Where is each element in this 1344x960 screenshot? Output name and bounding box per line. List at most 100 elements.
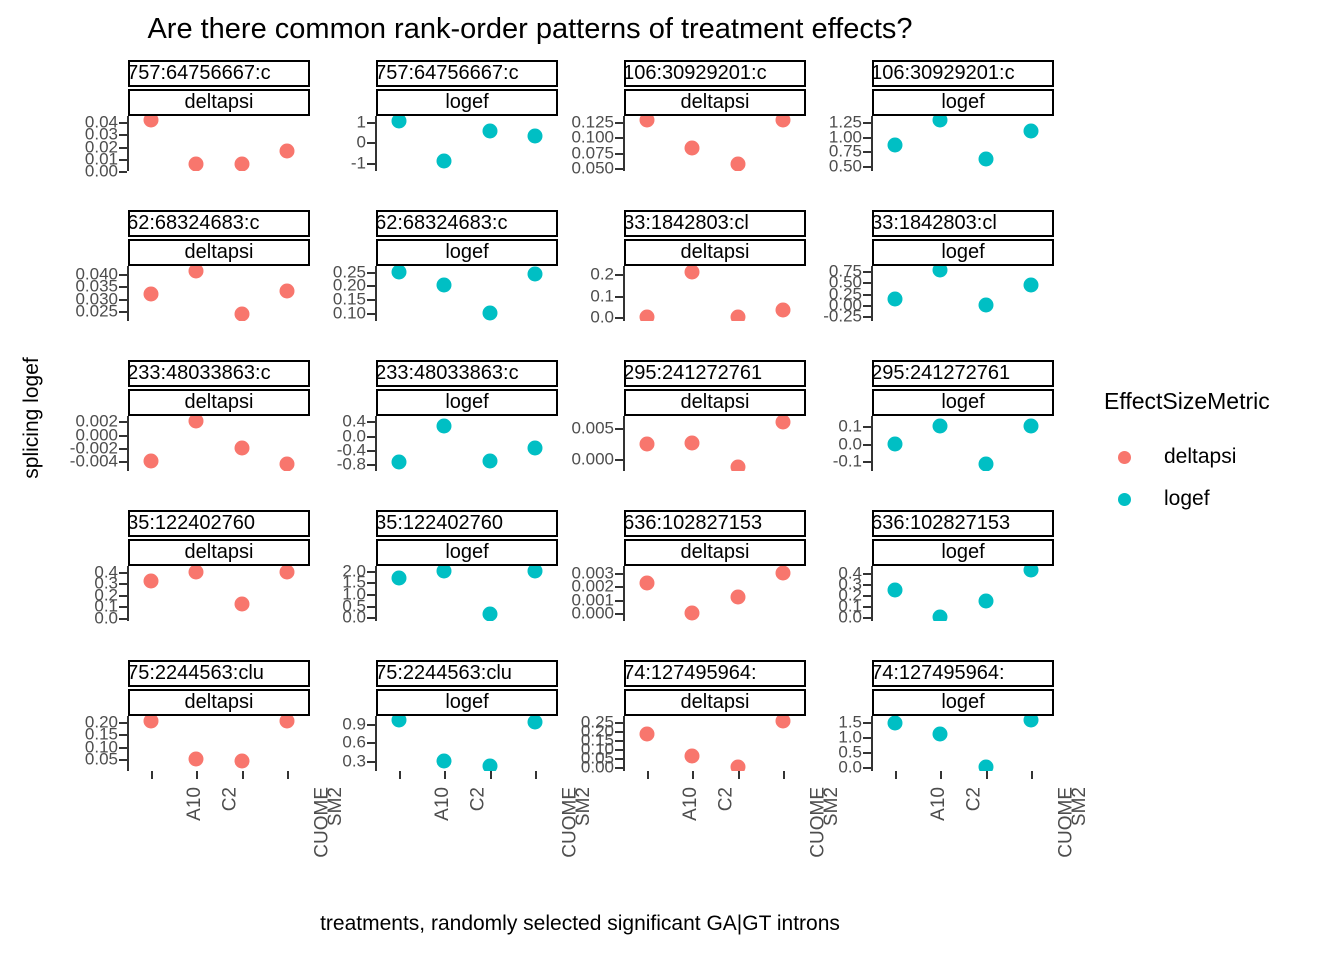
data-point[interactable] xyxy=(279,716,295,729)
data-point[interactable] xyxy=(188,751,204,767)
x-tick-label: C2 xyxy=(715,787,737,812)
data-point[interactable] xyxy=(775,716,791,729)
data-point[interactable] xyxy=(527,266,543,282)
data-point[interactable] xyxy=(684,435,700,451)
data-point[interactable] xyxy=(234,156,250,171)
data-point[interactable] xyxy=(143,116,159,128)
data-point[interactable] xyxy=(684,605,700,621)
data-point[interactable] xyxy=(978,759,994,771)
y-axis-line xyxy=(375,566,377,621)
data-point[interactable] xyxy=(978,297,994,313)
data-point[interactable] xyxy=(639,575,655,591)
data-point[interactable] xyxy=(730,759,746,771)
data-point[interactable] xyxy=(1023,566,1039,578)
data-point[interactable] xyxy=(188,156,204,171)
data-point[interactable] xyxy=(234,753,250,769)
data-point[interactable] xyxy=(1023,277,1039,293)
data-point[interactable] xyxy=(887,436,903,451)
data-point[interactable] xyxy=(436,566,452,579)
data-point[interactable] xyxy=(527,716,543,730)
data-point[interactable] xyxy=(188,266,204,279)
data-point[interactable] xyxy=(730,459,746,471)
data-point[interactable] xyxy=(234,306,250,321)
data-point[interactable] xyxy=(775,566,791,581)
data-point[interactable] xyxy=(391,716,407,728)
y-axis-line xyxy=(871,116,873,171)
data-point[interactable] xyxy=(391,570,407,586)
y-axis-line xyxy=(127,416,129,471)
data-point[interactable] xyxy=(932,418,948,434)
data-point[interactable] xyxy=(527,566,543,579)
facet-strip-outer: 9295:241272761 xyxy=(872,360,1054,387)
data-point[interactable] xyxy=(775,416,791,430)
panel-data-area xyxy=(376,716,558,771)
facet-strip-inner: logef xyxy=(872,689,1054,716)
y-tick-label: 1.25 xyxy=(828,112,862,132)
data-point[interactable] xyxy=(188,566,204,580)
data-point[interactable] xyxy=(391,116,407,129)
data-point[interactable] xyxy=(887,137,903,153)
legend-item-deltapsi[interactable]: deltapsi xyxy=(1104,436,1270,478)
data-point[interactable] xyxy=(391,266,407,279)
data-point[interactable] xyxy=(775,302,791,318)
data-point[interactable] xyxy=(730,156,746,171)
data-point[interactable] xyxy=(932,726,948,742)
data-point[interactable] xyxy=(436,277,452,293)
data-point[interactable] xyxy=(887,582,903,598)
legend-item-logef[interactable]: logef xyxy=(1104,478,1270,520)
y-tick-label: 0.5 xyxy=(342,596,366,616)
data-point[interactable] xyxy=(436,153,452,169)
data-point[interactable] xyxy=(279,283,295,299)
data-point[interactable] xyxy=(279,456,295,471)
y-tick-mark xyxy=(119,286,127,288)
data-point[interactable] xyxy=(482,758,498,771)
data-point[interactable] xyxy=(684,140,700,156)
y-tick-label: 0.75 xyxy=(828,141,862,161)
data-point[interactable] xyxy=(234,440,250,456)
panel-data-area xyxy=(872,266,1054,321)
data-point[interactable] xyxy=(978,456,994,471)
data-point[interactable] xyxy=(527,440,543,456)
data-point[interactable] xyxy=(436,753,452,769)
data-point[interactable] xyxy=(978,151,994,167)
data-point[interactable] xyxy=(527,128,543,144)
data-point[interactable] xyxy=(188,416,204,429)
data-point[interactable] xyxy=(932,609,948,621)
data-point[interactable] xyxy=(1023,123,1039,139)
y-tick-mark xyxy=(119,273,127,276)
data-point[interactable] xyxy=(932,266,948,278)
data-point[interactable] xyxy=(482,305,498,321)
data-point[interactable] xyxy=(482,123,498,139)
y-tick-mark xyxy=(863,304,871,307)
data-point[interactable] xyxy=(482,606,498,621)
data-point[interactable] xyxy=(730,589,746,605)
y-tick-mark xyxy=(615,599,623,602)
data-point[interactable] xyxy=(887,291,903,307)
data-point[interactable] xyxy=(639,116,655,128)
data-point[interactable] xyxy=(279,566,295,580)
data-point[interactable] xyxy=(143,573,159,589)
data-point[interactable] xyxy=(143,453,159,469)
data-point[interactable] xyxy=(730,309,746,321)
data-point[interactable] xyxy=(1023,418,1039,434)
data-point[interactable] xyxy=(234,596,250,612)
data-point[interactable] xyxy=(684,266,700,280)
data-point[interactable] xyxy=(978,593,994,609)
data-point[interactable] xyxy=(932,116,948,128)
data-point[interactable] xyxy=(887,716,903,731)
x-tick-mark xyxy=(241,771,244,779)
data-point[interactable] xyxy=(143,286,159,301)
data-point[interactable] xyxy=(639,726,655,742)
data-point[interactable] xyxy=(639,436,655,451)
data-point[interactable] xyxy=(279,143,295,159)
y-tick-label: 0.2 xyxy=(838,585,862,605)
data-point[interactable] xyxy=(143,716,159,729)
data-point[interactable] xyxy=(684,748,700,764)
data-point[interactable] xyxy=(391,454,407,470)
data-point[interactable] xyxy=(1023,716,1039,728)
data-point[interactable] xyxy=(482,453,498,469)
data-point[interactable] xyxy=(639,309,655,321)
data-point[interactable] xyxy=(775,116,791,128)
data-point[interactable] xyxy=(436,418,452,434)
